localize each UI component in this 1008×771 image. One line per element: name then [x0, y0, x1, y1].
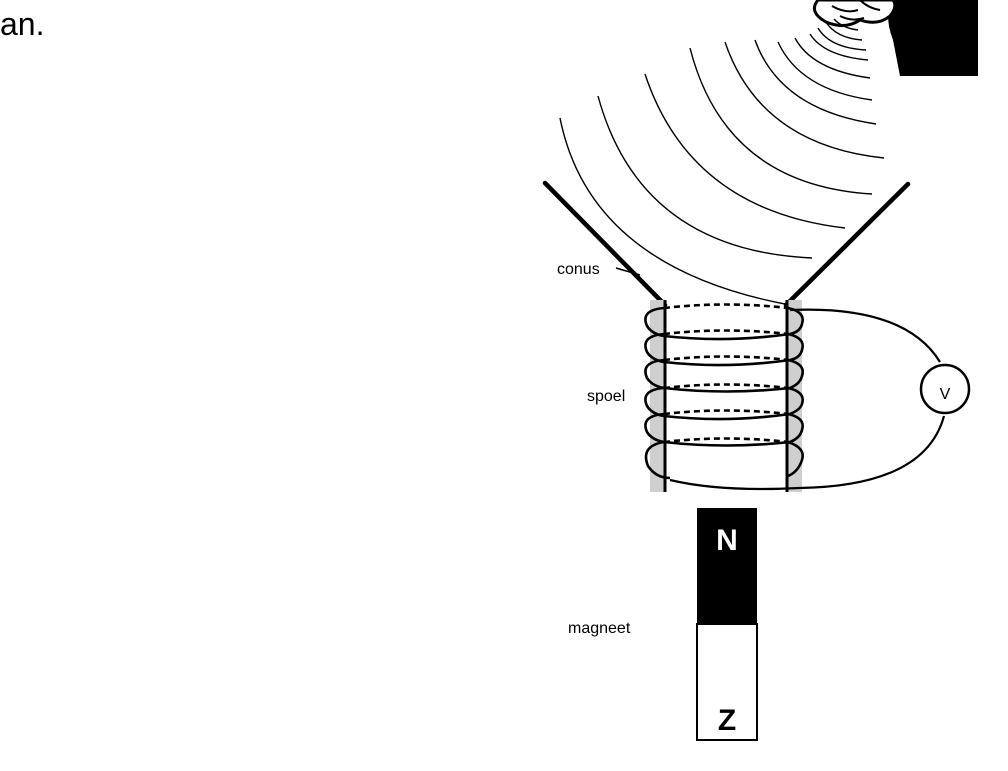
magnet-label: magneet: [568, 620, 631, 637]
coil-windings: [644, 303, 804, 480]
hand-illustration: [812, 0, 978, 76]
cone: [542, 180, 911, 308]
text-fragment: an.: [0, 6, 45, 42]
sound-waves: [559, 18, 885, 306]
coil-label: spoel: [587, 388, 625, 405]
cone-label: conus: [557, 261, 600, 278]
voltmeter-label: V: [940, 386, 951, 403]
cone-label-leader: [615, 267, 641, 276]
south-pole-label: Z: [718, 704, 736, 737]
magnet: N Z: [696, 508, 758, 741]
voltmeter: V: [919, 363, 971, 415]
coil-sleeve: [650, 300, 802, 492]
circuit-wires: [669, 308, 946, 491]
north-pole-label: N: [716, 524, 738, 557]
